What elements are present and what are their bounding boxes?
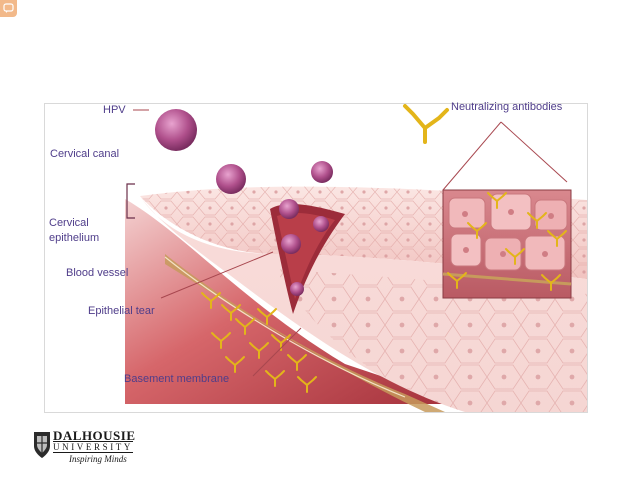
hpv-infection-diagram — [44, 103, 588, 413]
blood-vessel-label: Blood vessel — [66, 267, 129, 279]
epithelial-tear-label: Epithelial tear — [88, 305, 155, 317]
cervical-canal-label: Cervical canal — [50, 148, 120, 160]
hpv-particles — [155, 109, 333, 296]
tissue-illustration — [45, 104, 587, 412]
logo-university: UNIVERSITY — [53, 441, 133, 453]
cervical-epithelium-label-line2: epithelium — [49, 232, 100, 244]
slide-corner-icon — [0, 0, 17, 17]
antibody-inset-panel — [442, 189, 572, 299]
antibody-icon — [403, 104, 449, 144]
basement-membrane-label: Basement membrane — [124, 373, 230, 385]
logo-name: DALHOUSIE — [53, 428, 136, 443]
hpv-label: HPV — [103, 104, 126, 116]
cervical-epithelium-label-line1: Cervical — [49, 217, 89, 229]
neutralizing-antibodies-label: Neutralizing antibodies — [451, 101, 563, 113]
crest-icon — [34, 432, 50, 458]
dalhousie-logo: DALHOUSIE UNIVERSITY Inspiring Minds — [33, 428, 153, 468]
logo-tagline: Inspiring Minds — [69, 454, 127, 464]
chat-bubble-icon — [3, 3, 14, 13]
